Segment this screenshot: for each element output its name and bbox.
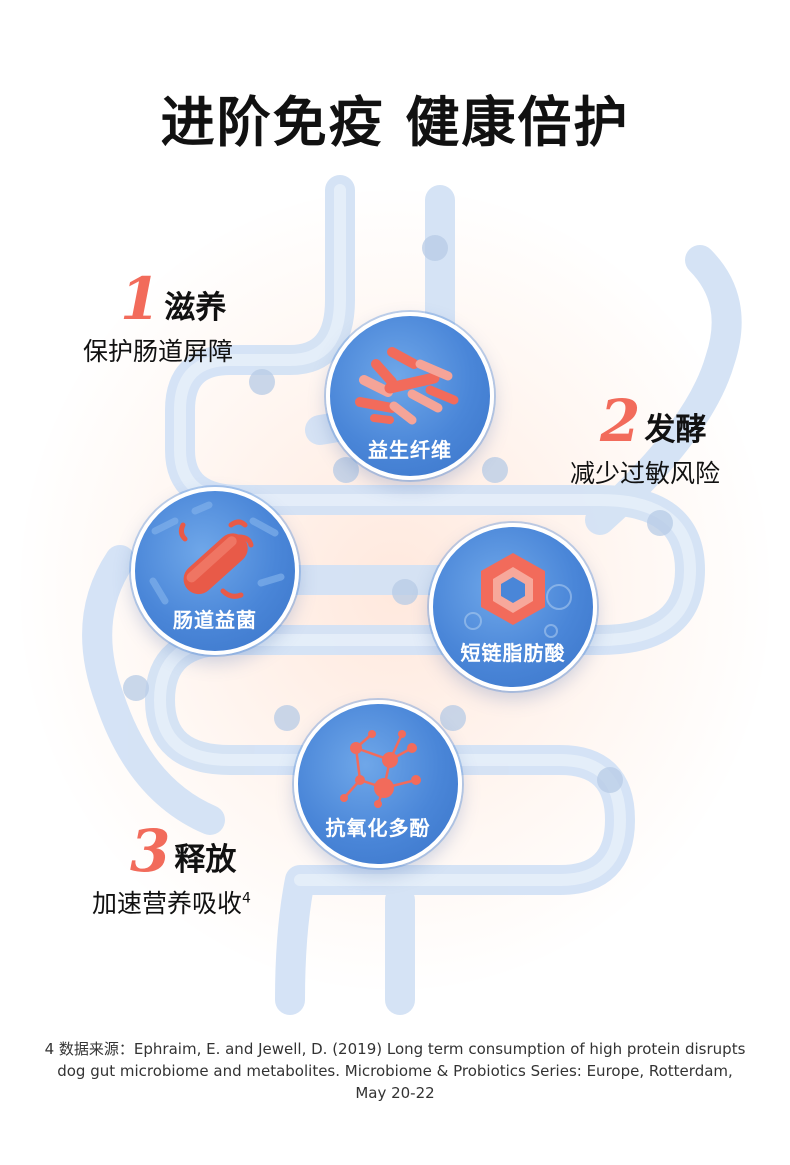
benefit-name: 释放 xyxy=(174,842,237,878)
molecule-network-icon xyxy=(340,730,421,808)
circle-fiber: 益生纤维 xyxy=(326,312,494,480)
benefit-desc: 加速营养吸收 xyxy=(92,889,243,918)
benefit-desc: 减少过敏风险 xyxy=(570,459,721,488)
fiber-strands-icon xyxy=(355,347,459,425)
page-title: 进阶免疫 健康倍护 xyxy=(160,91,630,154)
benefit-name: 滋养 xyxy=(164,290,227,326)
benefit-ferment: 2 发酵 减少过敏风险 xyxy=(570,387,720,490)
circle-bacteria: 肠道益菌 xyxy=(131,487,299,655)
benefit-release: 3 释放 加速营养吸收4 xyxy=(92,817,251,920)
footnote-source: 4 数据来源：Ephraim, E. and Jewell, D. (2019)… xyxy=(44,1040,746,1102)
circle-label: 肠道益菌 xyxy=(173,608,257,632)
hexagon-molecule-icon xyxy=(464,553,572,638)
benefit-desc-wrap: 加速营养吸收4 xyxy=(92,884,251,920)
circle-label: 益生纤维 xyxy=(368,438,452,462)
benefit-name: 发酵 xyxy=(644,412,707,448)
circle-label: 抗氧化多酚 xyxy=(325,816,431,840)
footnote-ref: 4 xyxy=(242,890,251,907)
benefit-nourish: 1 滋养 保护肠道屏障 xyxy=(83,265,233,368)
benefit-number: 1 xyxy=(120,265,161,333)
circle-polyphenol: 抗氧化多酚 xyxy=(294,700,462,868)
circle-scfa: 短链脂肪酸 xyxy=(429,523,597,691)
bacteria-icon xyxy=(149,501,285,605)
benefit-number: 3 xyxy=(130,817,171,885)
circle-label: 短链脂肪酸 xyxy=(460,641,566,665)
benefit-desc: 保护肠道屏障 xyxy=(83,337,234,366)
benefit-number: 2 xyxy=(600,387,641,455)
